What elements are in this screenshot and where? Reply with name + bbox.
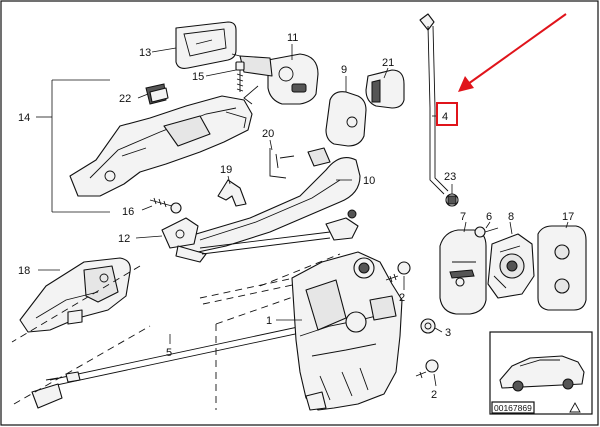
part-15-screw[interactable] bbox=[235, 61, 245, 92]
part-18-inner-handle-housing[interactable] bbox=[19, 257, 131, 333]
part-7-striker-plate[interactable] bbox=[439, 229, 487, 315]
callout-5: 5 bbox=[166, 347, 172, 359]
part-11-lock-cylinder[interactable] bbox=[231, 53, 319, 105]
part-3-grommet[interactable] bbox=[420, 318, 436, 334]
callout-14: 14 bbox=[18, 112, 30, 124]
callout-20: 20 bbox=[262, 128, 274, 140]
part-2-screw-upper[interactable] bbox=[385, 261, 411, 283]
part-17-cover-plate[interactable] bbox=[537, 225, 587, 311]
part-22-clip[interactable] bbox=[145, 83, 169, 105]
bracket-14 bbox=[36, 79, 110, 213]
callout-6: 6 bbox=[486, 211, 492, 223]
callout-19: 19 bbox=[220, 164, 232, 176]
callout-2: 2 bbox=[399, 292, 405, 304]
callout-13: 13 bbox=[139, 47, 151, 59]
leader-lines bbox=[38, 44, 569, 387]
part-1-door-lock[interactable] bbox=[291, 251, 403, 411]
part-14-handle-carrier[interactable] bbox=[69, 95, 253, 197]
vehicle-thumbnail: 00167869 bbox=[489, 331, 593, 415]
part-2-screw-lower[interactable] bbox=[415, 359, 439, 379]
callout-4: 4 bbox=[442, 111, 448, 123]
callout-12: 12 bbox=[118, 233, 130, 245]
part-6-screw[interactable] bbox=[474, 226, 499, 238]
callout-11: 11 bbox=[287, 32, 298, 44]
callout-3: 3 bbox=[445, 327, 451, 339]
callout-1: 1 bbox=[266, 315, 272, 327]
diagram-code-label: 00167869 bbox=[494, 403, 532, 413]
callout-8-label: 8 bbox=[508, 211, 514, 223]
callout-23: 23 bbox=[444, 171, 456, 183]
part-21-cap[interactable] bbox=[365, 69, 405, 109]
part-16-screw[interactable] bbox=[149, 197, 182, 214]
part-20-bracket[interactable] bbox=[269, 148, 295, 179]
callout-18: 18 bbox=[18, 265, 30, 277]
part-4-lock-rod[interactable] bbox=[419, 13, 449, 195]
part-23-clip[interactable] bbox=[445, 193, 459, 207]
callout-21: 21 bbox=[382, 57, 394, 69]
callout-17: 17 bbox=[562, 211, 574, 223]
part-13-gasket[interactable] bbox=[175, 21, 237, 69]
callout-2b: 2 bbox=[431, 389, 437, 401]
callout-labels: 13 11 21 9 15 22 14 20 19 10 16 12 18 1 … bbox=[18, 32, 574, 401]
callout-7: 7 bbox=[460, 211, 466, 223]
highlight-callout-4 bbox=[436, 13, 567, 126]
callout-16: 16 bbox=[122, 206, 134, 218]
callout-22: 22 bbox=[119, 93, 131, 105]
callout-9: 9 bbox=[341, 64, 347, 76]
part-9-cover-cap[interactable] bbox=[325, 91, 367, 147]
callout-10: 10 bbox=[363, 175, 375, 187]
part-8-latch[interactable] bbox=[487, 233, 535, 299]
callout-15: 15 bbox=[192, 71, 204, 83]
part-19-seal[interactable] bbox=[217, 179, 247, 207]
part-12-link-rod[interactable] bbox=[161, 209, 359, 263]
